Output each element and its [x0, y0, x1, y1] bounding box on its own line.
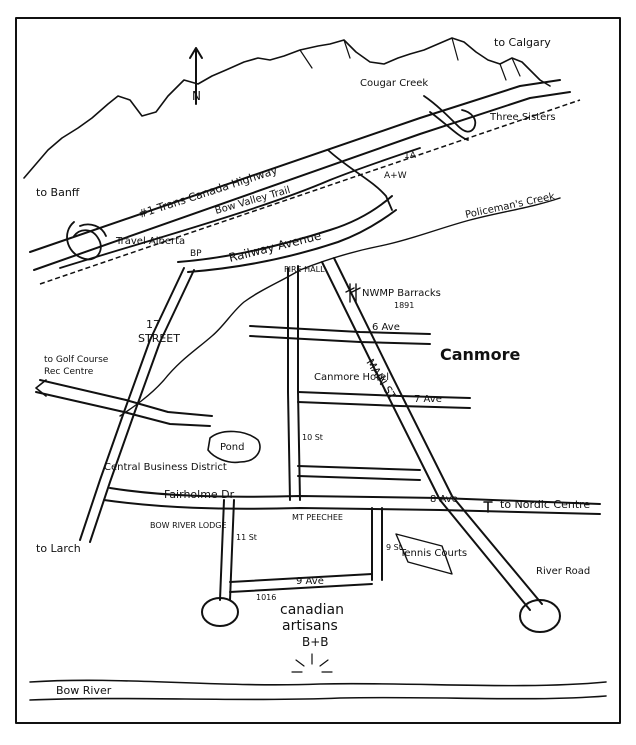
seventh-avenue [297, 391, 471, 409]
label-travel-alberta: Travel Alberta [115, 236, 185, 247]
golf-arrow-icon [35, 379, 47, 397]
eleventh-street [219, 499, 235, 601]
policemans-creek [119, 197, 561, 417]
town-blocks [297, 465, 421, 481]
eleventh-st-cul-de-sac [201, 597, 239, 627]
label-6-ave: 6 Ave [372, 322, 400, 333]
ninth-street [371, 507, 383, 581]
north-arrow: N [189, 47, 203, 105]
west-interchange [66, 221, 107, 261]
label-to-calgary: to Calgary [494, 36, 551, 49]
label-three-sisters: Three Sisters [489, 112, 556, 123]
label-17-street-b: STREET [138, 332, 180, 345]
railway-track [39, 99, 581, 285]
label-pond: Pond [220, 442, 244, 453]
tenth-street [287, 265, 301, 501]
label-artisans-number: 1016 [256, 593, 276, 602]
label-golf-course: to Golf Course [44, 355, 109, 365]
bow-valley-trail [59, 147, 421, 269]
sign-icon [483, 501, 493, 513]
label-8-ave: 8 Ave [430, 494, 458, 505]
label-17-street-a: 17 [146, 318, 160, 331]
map-frame [15, 17, 621, 724]
label-rec-centre: Rec Centre [44, 367, 94, 377]
main-street [321, 257, 543, 611]
label-to-nordic-centre: to Nordic Centre [500, 498, 590, 511]
cougar-creek-road [327, 149, 393, 211]
label-highway-1a: 1A [404, 151, 417, 161]
mountain-ridge [23, 37, 551, 179]
railway-avenue [177, 195, 397, 273]
golf-course-road [35, 379, 213, 427]
label-mt-peechee: MT PEECHEE [292, 513, 343, 522]
fairholme-drive [103, 487, 601, 515]
mountain-shading [299, 37, 521, 81]
trans-canada-highway [29, 79, 571, 271]
label-9-ave: 9 Ave [296, 576, 324, 587]
label-fire-hall: FIRE HALL [284, 265, 325, 274]
label-policemans-creek: Policeman's Creek [464, 191, 556, 221]
ninth-avenue [229, 573, 373, 593]
label-central-business: Central Business District [104, 462, 227, 473]
label-canmore-hotel: Canmore Hotel [314, 372, 389, 383]
label-cougar-creek: Cougar Creek [360, 78, 428, 89]
label-canmore: Canmore [440, 345, 520, 364]
label-tennis-courts: Tennis Courts [399, 548, 467, 559]
label-artisans-3: B+B [302, 635, 329, 649]
label-aw: A+W [384, 171, 407, 181]
label-bow-river-lodge: BOW RIVER LODGE [150, 521, 227, 530]
label-bow-river: Bow River [56, 684, 112, 697]
label-river-road: River Road [536, 566, 590, 577]
main-st-cul-de-sac [519, 599, 561, 633]
label-fairholme: Fairholme Dr [164, 488, 235, 501]
map-labels: to Calgary to Banff Cougar Creek Three S… [36, 36, 590, 697]
label-7-ave: 7 Ave [414, 394, 442, 405]
label-artisans-1: canadian [280, 602, 344, 618]
label-nwmp-year: 1891 [394, 301, 414, 310]
pond [207, 430, 261, 464]
tree-icon [345, 283, 361, 303]
tennis-courts-outline [395, 533, 453, 575]
label-9-st: 9 St [386, 543, 402, 552]
north-label: N [192, 89, 201, 103]
bow-river [29, 679, 607, 701]
label-nwmp: NWMP Barracks [362, 288, 441, 299]
sixth-avenue [249, 325, 431, 345]
label-trans-canada: #1 Trans Canada Highway [137, 163, 280, 220]
bnb-star-icon [291, 653, 333, 673]
label-to-larch: to Larch [36, 542, 81, 555]
label-to-banff: to Banff [36, 186, 80, 199]
label-10-st: 10 St [302, 433, 323, 442]
label-artisans-2: artisans [282, 618, 338, 634]
label-bp: BP [190, 249, 202, 259]
east-interchange [423, 95, 477, 141]
label-11-st: 11 St [236, 533, 257, 542]
